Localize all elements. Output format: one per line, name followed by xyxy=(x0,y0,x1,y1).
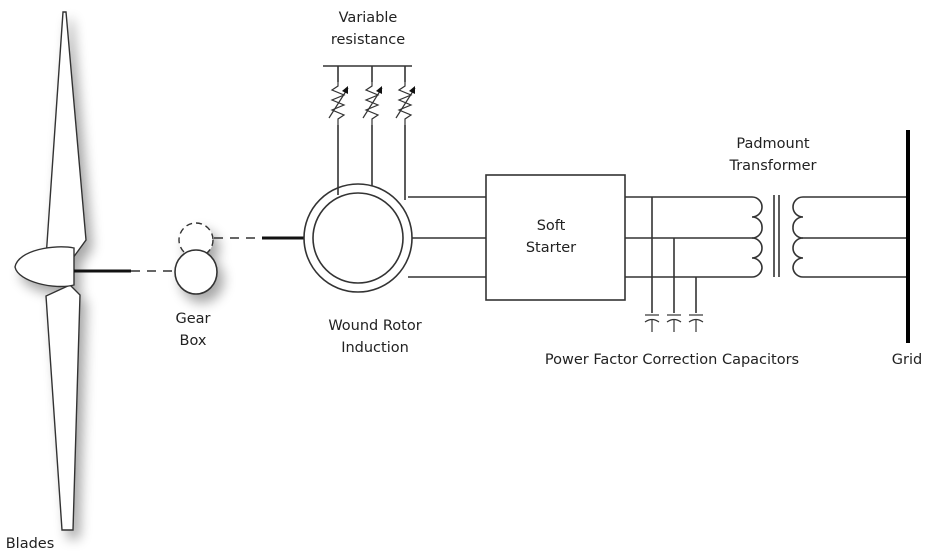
label-wound-rotor-line2: Induction xyxy=(341,340,409,356)
label-variable-resistance-line2: resistance xyxy=(331,32,405,48)
starter-to-transformer-lines xyxy=(625,196,752,278)
label-gear-box-line2: Box xyxy=(180,333,207,349)
label-variable-resistance-line1: Variable xyxy=(339,10,398,26)
generator-to-starter-lines xyxy=(408,196,486,278)
padmount-transformer-symbol xyxy=(751,195,804,278)
label-padmount-line1: Padmount xyxy=(736,136,810,152)
soft-starter-box xyxy=(485,174,626,301)
blades-symbol xyxy=(14,11,87,531)
pfc-capacitors-symbol xyxy=(644,197,704,332)
wound-rotor-generator-symbol xyxy=(303,183,413,293)
label-gear-box-line1: Gear xyxy=(175,311,210,327)
label-wound-rotor-line1: Wound Rotor xyxy=(328,318,421,334)
label-grid: Grid xyxy=(892,352,922,368)
label-soft-starter-line2: Starter xyxy=(526,240,576,256)
variable-resistance-symbol xyxy=(323,65,416,200)
label-soft-starter-line1: Soft xyxy=(537,218,566,234)
label-pfc-capacitors: Power Factor Correction Capacitors xyxy=(545,352,799,368)
label-blades: Blades xyxy=(6,536,55,552)
transformer-to-grid-lines xyxy=(803,196,907,278)
gear-box-symbol xyxy=(174,222,218,295)
label-padmount-line2: Transformer xyxy=(728,158,816,174)
